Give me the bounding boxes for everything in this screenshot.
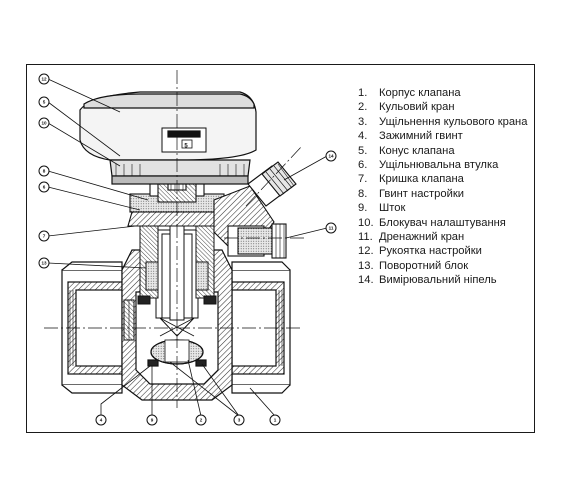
- legend-item: 12. Рукоятка настройки: [358, 244, 527, 258]
- callout-13-label: 13: [41, 261, 47, 266]
- callout-3-label: 3: [238, 418, 241, 423]
- callout-7: 7: [38, 230, 50, 242]
- callout-10: 10: [38, 117, 50, 129]
- callout-6: 6: [38, 181, 50, 193]
- legend-item-label: Ущільнювальна втулка: [379, 158, 499, 171]
- centerlines: [44, 70, 304, 408]
- legend-item-label: Корпус клапана: [379, 87, 461, 99]
- legend-item-label: Дренажний кран: [379, 230, 465, 243]
- legend-item: 13. Поворотний блок: [358, 259, 527, 273]
- callout-10-label: 10: [41, 121, 47, 126]
- legend-item: 11. Дренажний кран: [358, 230, 527, 244]
- callout-12: 12: [38, 73, 50, 85]
- legend-item-label: Зажимний гвинт: [379, 130, 463, 143]
- legend-item: 8. Гвинт настройки: [358, 187, 527, 201]
- legend-item-number: 3.: [358, 115, 368, 128]
- callout-14-label: 14: [328, 154, 334, 159]
- legend-item-number: 14.: [358, 274, 374, 287]
- legend-item-number: 1.: [358, 87, 368, 99]
- legend-item-label: Ущільнення кульового крана: [379, 115, 528, 128]
- legend-item-label: Конус клапана: [379, 144, 455, 157]
- side-drain-port: [213, 185, 287, 259]
- callout-9-label: 9: [151, 418, 154, 423]
- legend-item: 3. Ущільнення кульового крана: [358, 115, 527, 129]
- callout-1-label: 1: [274, 418, 277, 423]
- legend-item: 6. Ущільнювальна втулка: [358, 158, 527, 172]
- callout-5: 5: [38, 96, 50, 108]
- callout-14: 14: [325, 150, 337, 162]
- legend-item: 7. Кришка клапана: [358, 172, 527, 186]
- legend-item-label: Вимірювальний ніпель: [379, 274, 497, 287]
- legend-item-label: Гвинт настройки: [379, 187, 464, 200]
- legend-item-number: 6.: [358, 158, 368, 171]
- callout-9: 9: [146, 414, 158, 426]
- legend-item: 4. Зажимний гвинт: [358, 129, 527, 143]
- callout-2-label: 2: [200, 418, 203, 423]
- callout-11: 11: [325, 222, 337, 234]
- legend-item-number: 2.: [358, 101, 368, 114]
- parts-legend: 1. Корпус клапана 2. Кульовий кран 3. Ущіль…: [358, 86, 527, 287]
- legend-item-number: 12.: [358, 245, 374, 258]
- legend-item: 5. Конус клапана: [358, 144, 527, 158]
- legend-item-number: 10.: [358, 216, 374, 229]
- leader-lines: [47, 78, 328, 417]
- callout-4: 4: [95, 414, 107, 426]
- legend-item-label: Кульовий кран: [379, 101, 455, 114]
- legend-item: 1. Корпус клапана: [358, 86, 527, 100]
- callout-6-label: 6: [43, 185, 46, 190]
- legend-item-number: 11.: [358, 230, 373, 243]
- adjustment-handle: [79, 91, 257, 185]
- legend-item-label: Шток: [379, 202, 406, 215]
- callout-1: 1: [269, 414, 281, 426]
- callout-3: 3: [233, 414, 245, 426]
- legend-item-number: 4.: [358, 130, 368, 143]
- callout-4-label: 4: [100, 418, 103, 423]
- callout-7-label: 7: [43, 234, 46, 239]
- legend-item-number: 13.: [358, 259, 374, 272]
- callout-5-label: 5: [43, 100, 46, 105]
- legend-item-number: 5.: [358, 144, 368, 157]
- callout-13: 13: [38, 257, 50, 269]
- callouts: 12 5 10 8 6 7 13 14 11 4 9 2 3 1: [38, 73, 337, 426]
- callout-8-label: 8: [43, 169, 46, 174]
- callout-8: 8: [38, 165, 50, 177]
- legend-item-number: 8.: [358, 187, 368, 200]
- callout-12-label: 12: [41, 77, 47, 82]
- legend-item: 2. Кульовий кран: [358, 100, 527, 114]
- callout-2: 2: [195, 414, 207, 426]
- legend-item-label: Рукоятка настройки: [379, 245, 482, 258]
- legend-item-label: Поворотний блок: [379, 259, 469, 272]
- legend-item: 14. Вимірювальний ніпель: [358, 273, 527, 287]
- legend-item-label: Кришка клапана: [379, 173, 464, 186]
- legend-item: 10. Блокувач налаштування: [358, 216, 527, 230]
- measuring-nipple: [247, 161, 297, 207]
- legend-item: 9. Шток: [358, 201, 527, 215]
- legend-item-number: 9.: [358, 202, 368, 215]
- callout-11-label: 11: [329, 226, 334, 231]
- handle-scale-value: 5: [184, 144, 188, 150]
- legend-item-label: Блокувач налаштування: [379, 216, 506, 229]
- legend-item-number: 7.: [358, 173, 368, 186]
